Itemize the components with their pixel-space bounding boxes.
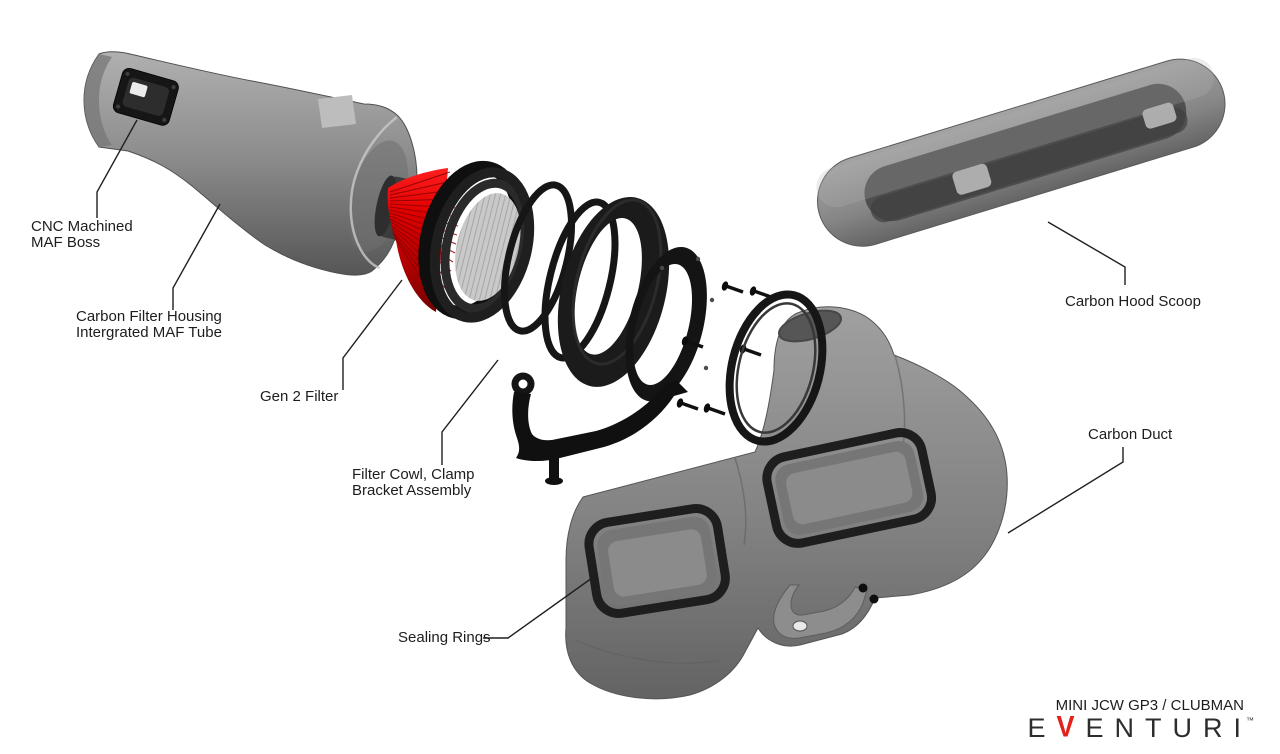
label-maf-boss: CNC Machined MAF Boss [31,218,133,251]
scoop-inner-tab [1142,102,1177,129]
leader-line [483,577,593,639]
leader-line [342,279,403,390]
brand-letter: T [1144,713,1162,743]
leader-line [96,119,138,218]
brand-letter: R [1202,713,1223,743]
brand-letter: E [1027,713,1046,743]
screw [703,403,726,416]
scoop-inner-tab [952,163,992,195]
brand-letter: N [1114,713,1134,743]
brand-letter-v: V [1056,710,1075,744]
gen2-filter-part [387,160,535,323]
label-gen2-filter: Gen 2 Filter [260,388,339,405]
leader-line [441,359,499,465]
filter-cowl-part [557,197,670,387]
duct-oring [725,290,827,446]
carbon-duct-part [565,306,1008,700]
clamp-bracket-part [511,372,688,485]
label-filter-housing: Carbon Filter Housing Intergrated MAF Tu… [76,308,222,341]
maf-boss-part [112,67,179,126]
leader-line [1007,447,1124,534]
trademark-symbol: ™ [1246,716,1254,725]
screw [681,336,704,349]
sealing-ring-right [762,428,937,548]
leader-line [172,203,221,310]
label-filter-cowl: Filter Cowl, Clamp Bracket Assembly [352,466,475,499]
label-hood-scoop: Carbon Hood Scoop [1065,293,1201,310]
label-sealing-rings: Sealing Rings [398,629,491,646]
leader-lines [96,119,1126,639]
hood-scoop-part [816,57,1226,247]
screws [676,281,772,416]
label-carbon-duct: Carbon Duct [1088,426,1173,443]
brand-letter: U [1172,713,1192,743]
model-name: MINI JCW GP3 / CLUBMAN [1055,697,1244,714]
leader-line [1047,221,1126,285]
clamp-ring [501,181,619,362]
eventuri-logo: E V E N T U R I ™ [1027,710,1254,744]
brand-letter: I [1233,713,1241,743]
housing-sticker [318,95,356,128]
filter-housing-part [83,51,427,276]
screw [676,398,699,411]
screw [749,286,772,299]
screw [721,281,744,294]
brand-letter: E [1085,713,1104,743]
sealing-ring-left [584,504,730,618]
